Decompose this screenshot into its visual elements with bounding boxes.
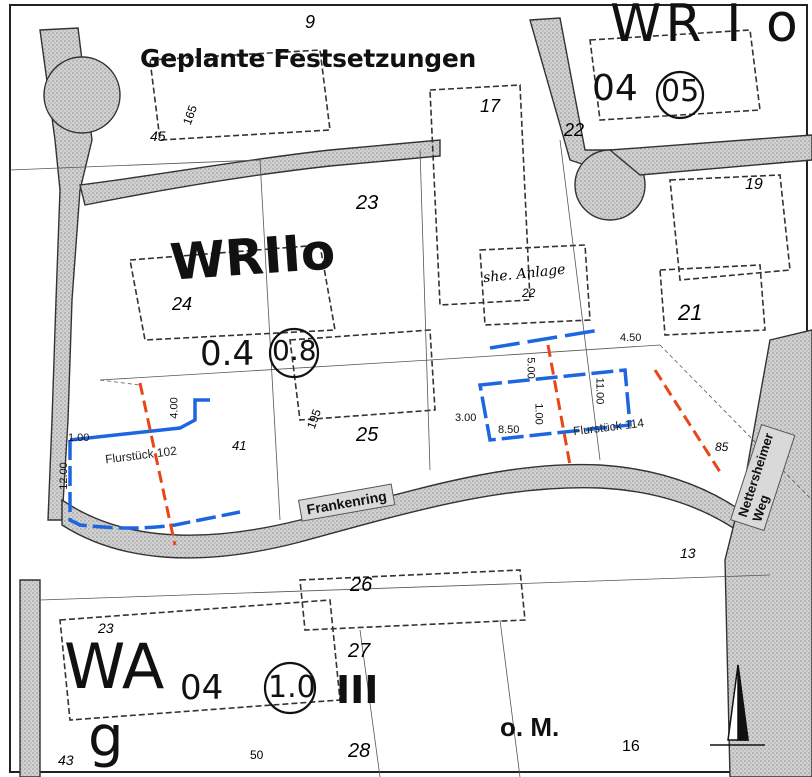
building-26 (299, 569, 526, 631)
zone-grz-wa: 04 (180, 668, 224, 708)
house-number: 23 (356, 192, 379, 214)
road-upper (79, 139, 441, 206)
zone-circles (263, 70, 705, 715)
house-number: 24 (172, 294, 193, 314)
dimension-5: 4.50 (620, 332, 642, 344)
dimension-4: 5.00 (524, 357, 537, 379)
dimension-6: 11.00 (593, 377, 606, 405)
circle-gfz-mid (268, 327, 320, 379)
buildings (59, 29, 791, 721)
dimension-7: 1.00 (532, 403, 545, 425)
zone-gfz-mid: 0.8 (272, 334, 317, 367)
split-line-102 (138, 382, 177, 546)
zone-gfz-wa: 1.0 (268, 670, 316, 705)
dimension-3: 4.00 (168, 397, 181, 419)
house-number: 17 (480, 96, 501, 116)
building-25 (289, 329, 436, 421)
house-number: 25 (356, 424, 379, 446)
zone-grz-mid: 0.4 (200, 334, 255, 374)
zone-floors-wa: III (336, 668, 379, 712)
house-number: 85 (715, 440, 729, 454)
building-top-left (149, 49, 331, 141)
house-number: 21 (678, 300, 703, 325)
house-number: 23 (98, 620, 114, 636)
house-number: 16 (622, 738, 640, 755)
boundary-102-top (69, 398, 210, 442)
zone-wa: WA (64, 630, 165, 703)
dimension-2: 12.00 (57, 462, 70, 490)
map-frame (9, 4, 808, 773)
zone-wr-top: WR I o (610, 0, 802, 54)
dimension-8: 3.00 (455, 412, 477, 424)
planned-boundaries (68, 328, 632, 530)
building-21 (659, 264, 766, 336)
house-number: 19 (745, 176, 763, 193)
map-title: Geplante Festsetzungen (140, 44, 477, 73)
road-turnaround-left (43, 56, 121, 134)
parcel-lines (9, 139, 812, 777)
house-number: 9 (305, 12, 316, 32)
boundary-114 (477, 368, 632, 442)
boundary-she-anlage (489, 328, 601, 350)
building-she-anlage (479, 244, 591, 326)
house-number: 26 (350, 574, 373, 596)
redaction-box (590, 712, 700, 740)
building-19 (669, 174, 791, 281)
annotation-sub-22: 22 (522, 286, 536, 300)
house-number: 50 (250, 748, 264, 762)
dimension-9: 8.50 (498, 424, 520, 436)
boundary-102-bottom (68, 440, 241, 530)
house-number: 22 (564, 120, 585, 140)
building-wa (59, 599, 341, 721)
house-number: 28 (348, 740, 371, 762)
dimension-1: 1.00 (68, 432, 90, 444)
proposed-splits (138, 344, 724, 546)
split-line-east (653, 369, 724, 476)
map-scale-note: o. M. (500, 712, 560, 742)
road-bottom-left (19, 579, 41, 777)
zone-wr-mid: WRIIo (168, 222, 338, 292)
house-number: 27 (348, 640, 371, 662)
road-right-horizontal (608, 134, 812, 176)
building-top-right (589, 29, 761, 121)
north-arrow-icon (710, 664, 765, 746)
circle-gfz-wa (263, 661, 317, 715)
building-wr-mid (129, 244, 336, 341)
zone-grz-top: 04 (592, 68, 638, 109)
circle-gfz-top (655, 70, 705, 120)
house-number: 13 (680, 545, 696, 561)
house-number: 41 (232, 438, 247, 453)
split-line-114 (546, 344, 572, 466)
roads (19, 17, 812, 777)
zone-gfz-top: 05 (661, 74, 700, 109)
house-number: 43 (58, 752, 74, 768)
zone-wa-sub: g (88, 705, 124, 770)
house-number: 45 (150, 128, 166, 144)
